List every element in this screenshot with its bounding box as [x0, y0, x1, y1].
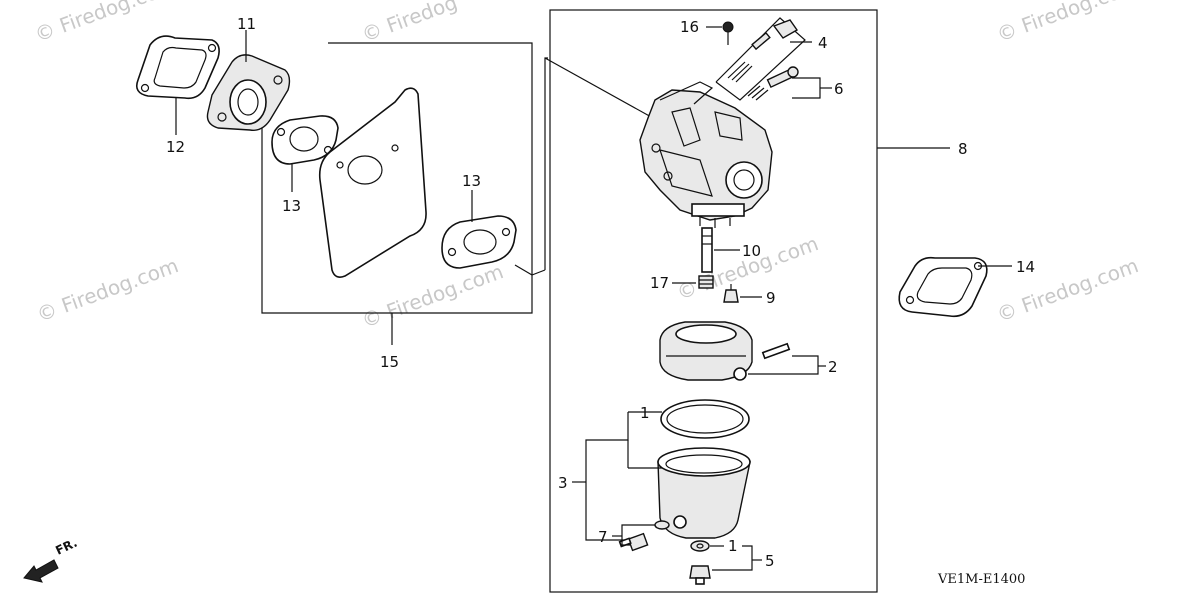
watermark: © Firedog.com [359, 259, 507, 332]
float-assembly [659, 321, 753, 381]
callout-5: 5 [765, 552, 775, 570]
bracket-7 [621, 524, 655, 546]
gasket-12 [135, 35, 220, 100]
float-pin-2 [761, 342, 791, 360]
callout-15: 15 [380, 353, 399, 371]
bracket-2 [748, 355, 819, 375]
watermark: © Firedog [359, 0, 461, 47]
bracket-3 [585, 412, 629, 541]
carburetor-body [639, 81, 773, 228]
pilot-screw-parts [727, 19, 799, 83]
callout-1b: 1 [728, 537, 738, 555]
leader-gasket-13b [514, 264, 533, 276]
callout-10: 10 [742, 242, 761, 260]
bracket-6 [792, 77, 821, 99]
bracket-5 [712, 545, 753, 571]
callout-2: 2 [828, 358, 838, 376]
carburetor-assembly-group [549, 9, 950, 593]
float-valve-9 [723, 284, 739, 303]
callout-7: 7 [598, 528, 608, 546]
throttle-stop-screw-6 [747, 66, 799, 101]
gasket-13b [441, 215, 517, 269]
callout-3: 3 [558, 474, 568, 492]
float-chamber-gasket-1 [660, 399, 750, 439]
callout-8: 8 [958, 140, 968, 158]
callout-1a: 1 [640, 404, 650, 422]
callout-16: 16 [680, 18, 699, 36]
gasket-13a [271, 115, 339, 165]
watermark: © Firedog.com [34, 253, 182, 326]
bracket-link-carburetor [544, 57, 548, 270]
insulator-11 [206, 54, 291, 131]
callout-13a: 13 [282, 197, 301, 215]
float-chamber-3 [657, 447, 751, 539]
group-bracket-8 [549, 9, 878, 593]
diagram-code: VE1M-E1400 [937, 572, 1025, 587]
callout-14: 14 [1016, 258, 1035, 276]
screw-16 [722, 21, 734, 45]
callout-6: 6 [834, 80, 844, 98]
callout-labels: 11 12 13 13 15 16 4 6 8 10 17 9 14 2 1 3… [166, 15, 1035, 587]
callout-4: 4 [818, 34, 828, 52]
drain-bolt-5 [689, 540, 711, 585]
front-direction-arrow-icon: FR. [23, 536, 79, 583]
callout-12: 12 [166, 138, 185, 156]
leader-gasket-13b-b [531, 269, 546, 276]
main-jet-17 [698, 275, 714, 289]
drain-screw-7 [618, 520, 670, 552]
watermark: © Firedog.com [994, 0, 1142, 47]
heat-shield-plate [318, 87, 427, 278]
callout-13b: 13 [462, 172, 481, 190]
leader-to-carburetor [544, 57, 654, 119]
main-nozzle-10 [701, 227, 713, 273]
callout-11: 11 [237, 15, 256, 33]
insulator-assembly-group [135, 30, 654, 345]
callout-17: 17 [650, 274, 669, 292]
callout-9: 9 [766, 289, 776, 307]
front-direction-label: FR. [53, 536, 79, 558]
group-bracket-15 [261, 42, 533, 314]
gasket-14 [898, 256, 988, 318]
